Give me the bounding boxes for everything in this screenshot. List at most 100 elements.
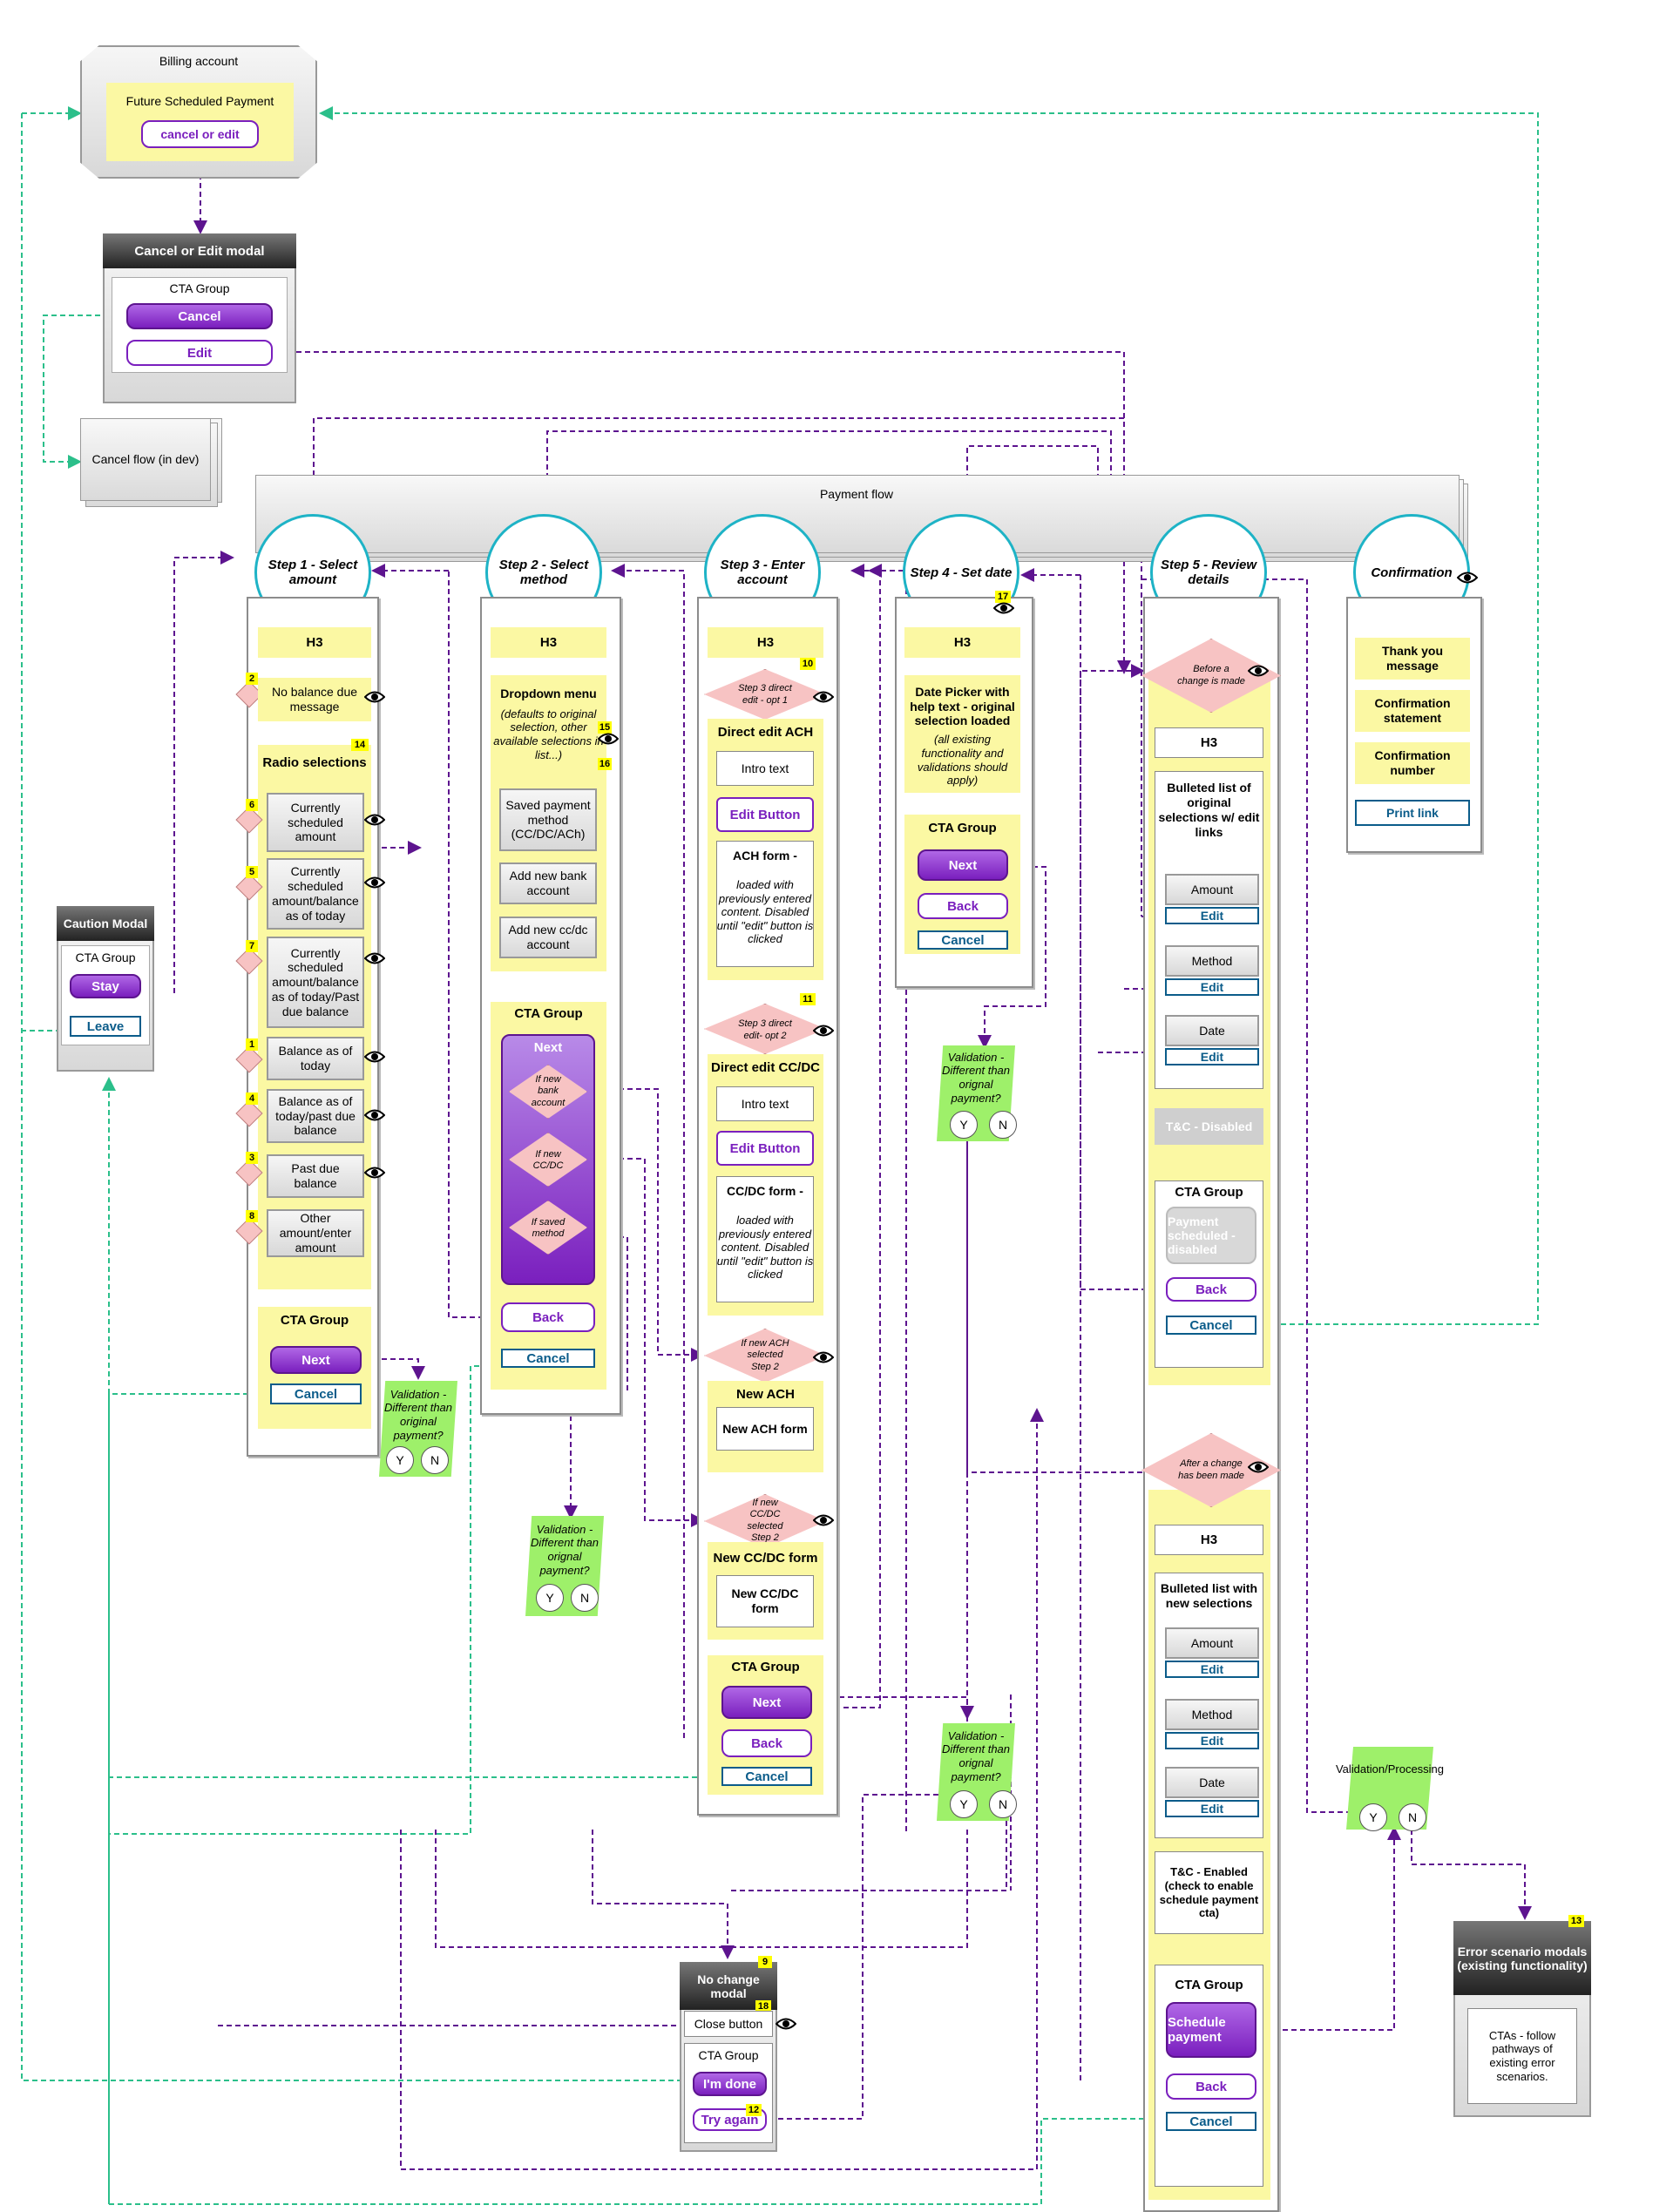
dropdown-note: (defaults to original selection, other a… [493, 707, 604, 761]
col2-h3: H3 [539, 634, 558, 650]
validation-2-label: Validation - Different than orignal paym… [530, 1522, 599, 1577]
direct-ccdc-title: Direct edit CC/DC [710, 1060, 821, 1075]
new-ccdc-form: New CC/DC form [716, 1575, 814, 1627]
decision-new-bank-label: If new bank account [531, 1074, 566, 1108]
step5-back-button-2[interactable]: Back [1166, 2073, 1256, 2100]
review-method-2: Method [1165, 1699, 1259, 1730]
radio-option-3[interactable]: Currently scheduled amount/balance as of… [267, 937, 364, 1028]
decision-saved-label: If saved method [531, 1216, 566, 1239]
ccdc-form-note: loaded with previously entered content. … [716, 1214, 814, 1282]
new-ccdc-decision-label: If new CC/DC selected Step 2 [747, 1498, 783, 1543]
leave-button[interactable]: Leave [70, 1016, 141, 1037]
badge-17: 17 [995, 591, 1011, 603]
method-option-saved[interactable]: Saved payment method (CC/DC/ACh) [499, 788, 597, 851]
radio-option-5[interactable]: Balance as of today/past due balance [267, 1089, 364, 1143]
validation-3-yes: Y [950, 1111, 978, 1139]
intro-text-2: Intro text [716, 1086, 814, 1121]
stay-button[interactable]: Stay [70, 974, 141, 998]
edit-button[interactable]: Edit [126, 340, 273, 366]
badge-9: 9 [758, 1956, 772, 1968]
step3-back-button[interactable]: Back [721, 1729, 812, 1757]
payment-flow-box [255, 475, 1460, 553]
validation-5-label: Validation/Processing [1335, 1762, 1445, 1776]
step2-back-button[interactable]: Back [501, 1302, 595, 1332]
step4-back-button[interactable]: Back [918, 893, 1008, 919]
method-option-new-bank[interactable]: Add new bank account [499, 862, 597, 904]
col4-h3-box [904, 627, 1020, 658]
radio-option-7[interactable]: Other amount/enter amount [267, 1209, 364, 1257]
im-done-button[interactable]: I'm done [693, 2072, 767, 2096]
col3-h3-box [708, 627, 823, 658]
cancel-button[interactable]: Cancel [126, 303, 273, 329]
edit-date-link[interactable]: Edit [1165, 1048, 1259, 1065]
step2-next-label: Next [533, 1040, 563, 1055]
radio-option-6[interactable]: Past due balance [267, 1154, 364, 1198]
radio-option-4[interactable]: Balance as of today [267, 1037, 364, 1080]
step5-cancel-button-2[interactable]: Cancel [1166, 2112, 1256, 2131]
edit-method-link-2[interactable]: Edit [1165, 1732, 1259, 1749]
review-method: Method [1165, 945, 1259, 977]
col2-cta-group: CTA Group [514, 1006, 583, 1021]
step5-back-button[interactable]: Back [1166, 1277, 1256, 1302]
step1-cancel-button[interactable]: Cancel [270, 1383, 362, 1404]
validation-2-no: N [571, 1584, 599, 1612]
tc-enabled[interactable]: T&C - Enabled (check to enable schedule … [1155, 1851, 1263, 1934]
radio-option-2[interactable]: Currently scheduled amount/balance as of… [267, 858, 364, 930]
eye-icon [1457, 572, 1478, 584]
edit-date-link-2[interactable]: Edit [1165, 1800, 1259, 1817]
method-option-new-card[interactable]: Add new cc/dc account [499, 917, 597, 958]
print-link[interactable]: Print link [1355, 800, 1470, 826]
ach-form-title: ACH form - [733, 848, 797, 862]
schedule-payment-button[interactable]: Schedule payment [1166, 2002, 1256, 2058]
new-ach-form: New ACH form [716, 1407, 814, 1451]
original-list-title: Bulleted list of original selections w/ … [1158, 781, 1260, 839]
validation-1-yes: Y [386, 1446, 414, 1474]
radio-selections-label: Radio selections [262, 755, 367, 770]
eye-icon [364, 1109, 385, 1121]
new-ach-title: New ACH [736, 1387, 795, 1402]
col1-cta-group: CTA Group [280, 1313, 349, 1328]
eye-icon [776, 2018, 796, 2030]
validation-3-label: Validation - Different than orignal paym… [941, 1050, 1011, 1105]
step2-cancel-button[interactable]: Cancel [501, 1349, 595, 1368]
badge-3: 3 [246, 1152, 258, 1164]
edit-amount-link-2[interactable]: Edit [1165, 1661, 1259, 1678]
col3-cta-group: CTA Group [731, 1660, 800, 1674]
col5-cta-group: CTA Group [1175, 1185, 1243, 1200]
col5-cta-group-2: CTA Group [1175, 1978, 1243, 1992]
after-change-label: After a change has been made [1178, 1458, 1244, 1481]
ach-form-box [716, 841, 814, 967]
col2-h3-box [491, 627, 606, 658]
eye-icon [364, 876, 385, 889]
step1-next-button[interactable]: Next [270, 1346, 362, 1374]
badge-12: 12 [746, 2104, 762, 2116]
eye-icon [598, 733, 619, 745]
confirmation-number: Confirmation number [1355, 742, 1470, 784]
step3-next-button[interactable]: Next [721, 1686, 812, 1719]
new-ccdc-title: New CC/DC form [713, 1551, 818, 1566]
close-button[interactable]: Close button [684, 2011, 773, 2037]
eye-icon [364, 1051, 385, 1063]
step4-next-button[interactable]: Next [918, 849, 1008, 881]
edit-method-link[interactable]: Edit [1165, 978, 1259, 996]
badge-10: 10 [800, 658, 816, 670]
radio-option-1[interactable]: Currently scheduled amount [267, 793, 364, 852]
step4-cancel-button[interactable]: Cancel [918, 930, 1008, 950]
eye-icon [364, 814, 385, 826]
col1-h3-box [258, 627, 371, 658]
badge-5: 5 [246, 866, 258, 878]
review-amount: Amount [1165, 874, 1259, 905]
badge-15: 15 [598, 721, 612, 734]
decision-new-ccdc-label: If new CC/DC [532, 1148, 564, 1171]
step5-cancel-button[interactable]: Cancel [1166, 1316, 1256, 1335]
error-modal-body: CTAs - follow pathways of existing error… [1467, 2008, 1577, 2104]
step3-cancel-button[interactable]: Cancel [721, 1767, 812, 1786]
validation-3-no: N [989, 1111, 1017, 1139]
edit-amount-link[interactable]: Edit [1165, 907, 1259, 924]
edit-button-ach[interactable]: Edit Button [716, 797, 814, 832]
thank-you-message: Thank you message [1355, 638, 1470, 680]
new-ach-decision-label: If new ACH selected Step 2 [741, 1338, 789, 1372]
edit-button-ccdc[interactable]: Edit Button [716, 1131, 814, 1166]
cancel-or-edit-button[interactable]: cancel or edit [141, 120, 259, 148]
